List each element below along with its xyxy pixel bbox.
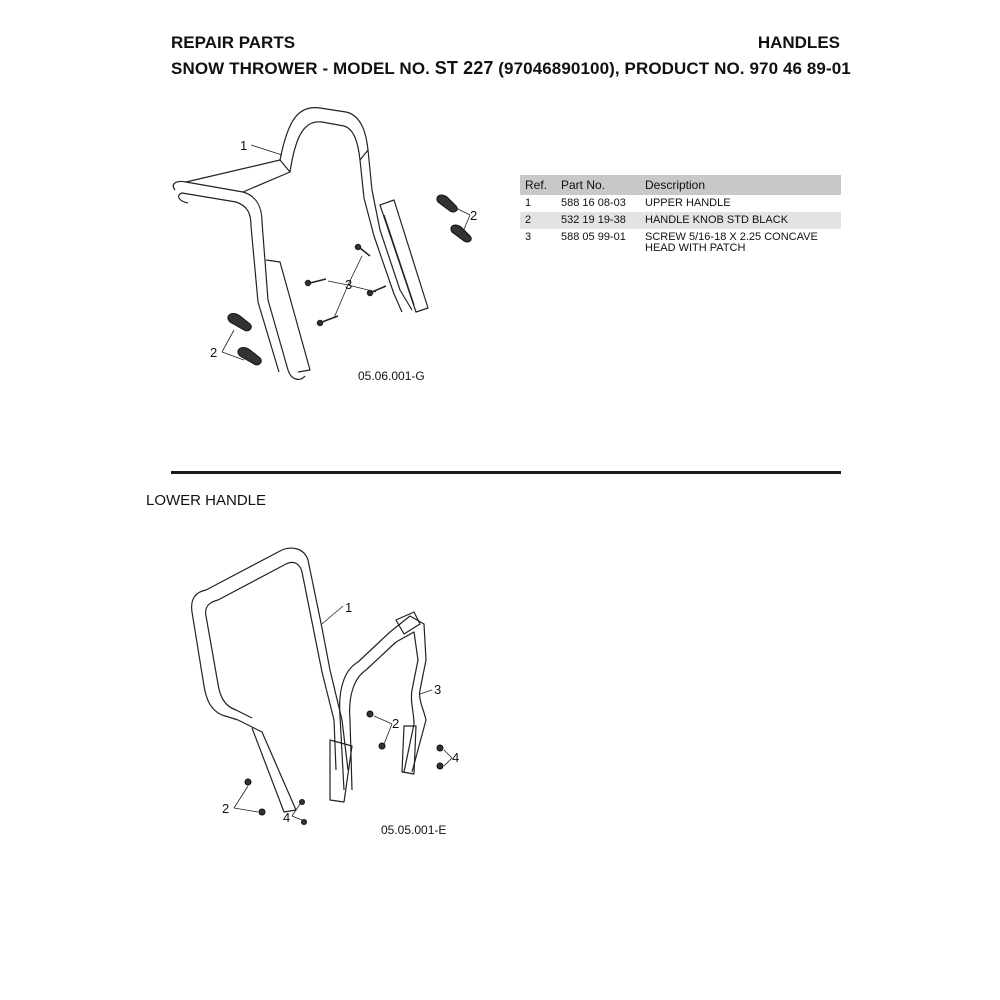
table-row: 2 532 19 19-38 HANDLE KNOB STD BLACK	[520, 212, 841, 229]
callout-1: 1	[240, 138, 247, 153]
callout-1: 1	[345, 600, 352, 615]
lower-figure-code: 05.05.001-E	[381, 823, 447, 837]
knob-icon	[227, 194, 472, 366]
lower-handle-diagram: 1 2 3 4 2 4	[0, 520, 500, 840]
mid-handle	[339, 615, 427, 791]
cell-part: 588 16 08-03	[561, 197, 626, 209]
section-divider	[171, 471, 841, 474]
screw-icon	[304, 243, 387, 327]
callout-2: 2	[392, 716, 399, 731]
col-part-no: Part No.	[556, 175, 640, 195]
cell-desc: HANDLE KNOB STD BLACK	[640, 212, 841, 229]
callout-3: 3	[434, 682, 441, 697]
page-subtitle: SNOW THROWER - MODEL NO. ST 227 (9704689…	[171, 58, 851, 79]
cell-ref: 3	[525, 231, 532, 243]
upper-handle-diagram: 1 2 3 2	[0, 0, 500, 460]
bolt-icon	[244, 710, 444, 825]
callout-2-lower: 2	[210, 345, 217, 360]
callout-4: 4	[452, 750, 459, 765]
subtitle-prefix: SNOW THROWER - MODEL NO.	[171, 59, 430, 78]
col-ref: Ref.	[520, 175, 556, 195]
cell-ref: 1	[525, 197, 532, 209]
lower-handle-title: LOWER HANDLE	[146, 492, 267, 509]
page-title-right: HANDLES	[757, 33, 840, 52]
table-header-row: Ref. Part No. Description	[520, 175, 841, 195]
parts-table: Ref. Part No. Description 1 588 16 08-03…	[520, 175, 841, 257]
page-title-left: REPAIR PARTS	[171, 33, 296, 52]
cell-part: 532 19 19-38	[556, 212, 640, 229]
cell-desc: SCREW 5/16-18 X 2.25 CONCAVE HEAD WITH P…	[645, 231, 818, 254]
upper-handle-top-arch	[185, 107, 413, 311]
subtitle-suffix: (97046890100), PRODUCT NO. 970 46 89-01	[498, 59, 851, 78]
table-row: 3 588 05 99-01 SCREW 5/16-18 X 2.25 CONC…	[520, 229, 841, 257]
cell-part: 588 05 99-01	[561, 231, 626, 243]
table-row: 1 588 16 08-03 UPPER HANDLE	[520, 195, 841, 212]
upper-figure-code: 05.06.001-G	[358, 369, 425, 383]
callout-3: 3	[345, 277, 352, 292]
cell-ref: 2	[520, 212, 556, 229]
upper-handle-left-tube	[172, 180, 306, 380]
callout-2: 2	[470, 208, 477, 223]
cell-desc: UPPER HANDLE	[645, 197, 731, 209]
callout-4-lower: 4	[283, 810, 290, 825]
model-number: ST 227	[434, 58, 494, 78]
col-description: Description	[640, 175, 841, 195]
callout-2-lower: 2	[222, 801, 229, 816]
lower-handle-frame	[191, 547, 349, 771]
